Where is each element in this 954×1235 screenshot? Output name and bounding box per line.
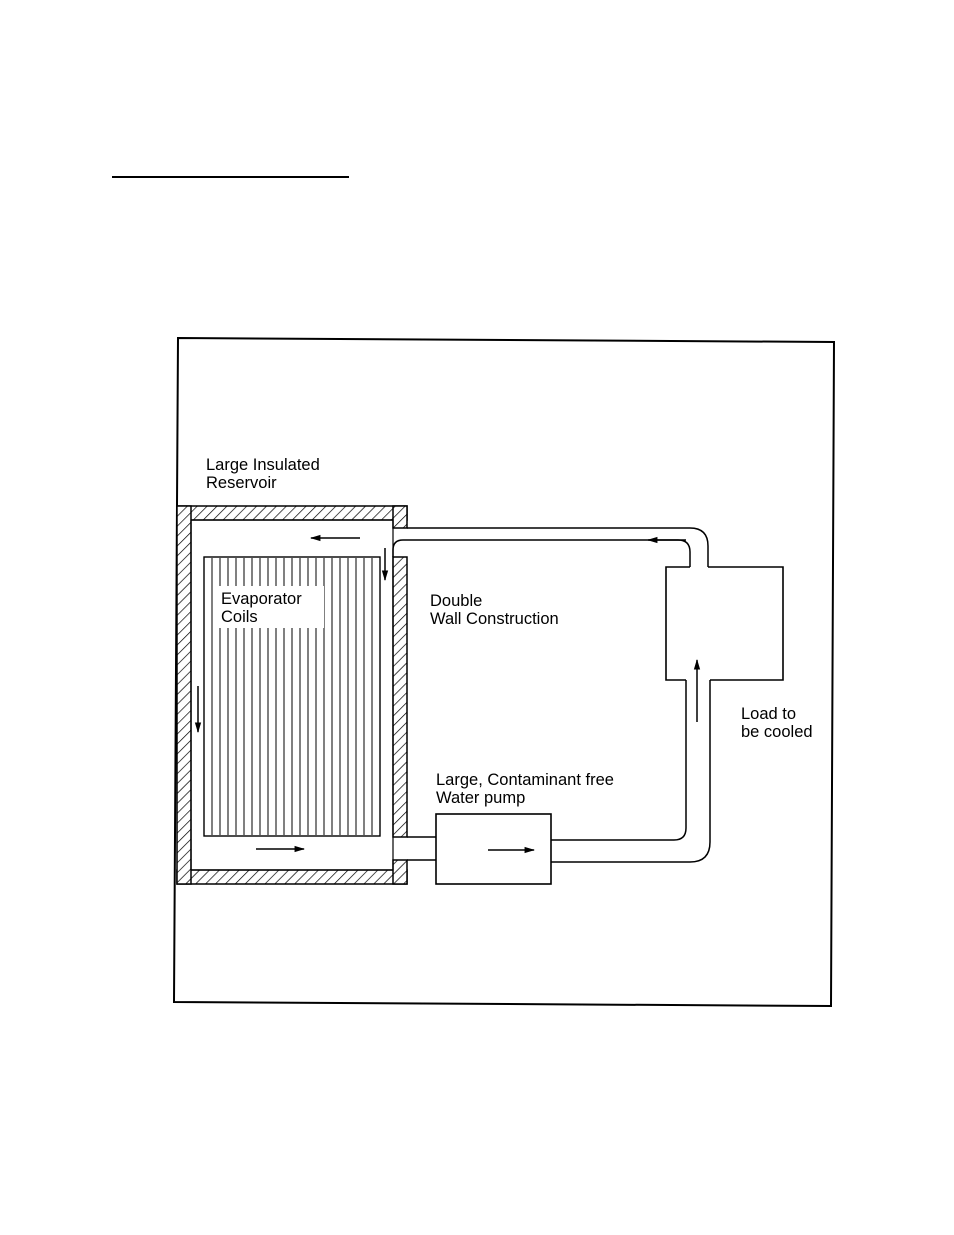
load-label-line2: be cooled — [741, 723, 813, 741]
wall-label-line1: Double — [430, 592, 482, 610]
water-pump — [436, 814, 551, 884]
reservoir-label-line2: Reservoir — [206, 474, 277, 492]
wall-label-line2: Wall Construction — [430, 610, 559, 628]
load-label-line1: Load to — [741, 705, 796, 723]
reservoir-label-line1: Large Insulated — [206, 456, 320, 474]
return-pipe — [393, 528, 708, 567]
coils-label-line2: Coils — [221, 608, 258, 626]
pump-label-line1: Large, Contaminant free — [436, 771, 614, 789]
coils-label-line1: Evaporator — [221, 590, 302, 608]
pump-label-line2: Water pump — [436, 789, 525, 807]
load-box — [666, 567, 783, 680]
